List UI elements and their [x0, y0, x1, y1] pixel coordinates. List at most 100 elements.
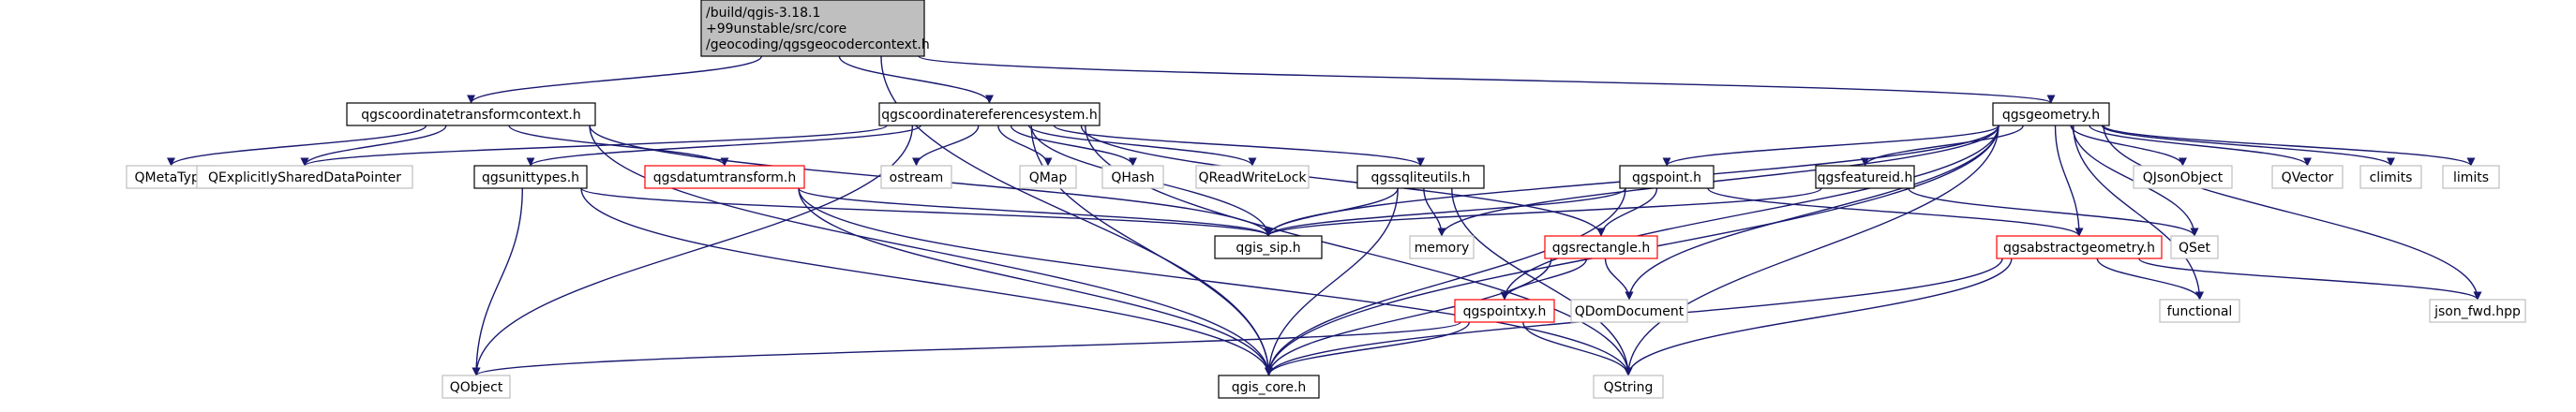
edge-qgsunittypes-to-qgis_sip — [580, 187, 1273, 237]
edge-qgsfeatureid-to-qgis_sip — [1264, 187, 1822, 237]
node-box-QSet — [2170, 235, 2219, 259]
node-QExplicitlySharedDataPointer: QExplicitlySharedDataPointer — [196, 165, 413, 189]
edge-qgspoint-to-qgsrectangle — [1596, 187, 1658, 237]
edge-qgsgeometry-to-memory — [1437, 125, 1999, 237]
node-label-qgsunittypes: qgsunittypes.h — [482, 170, 579, 185]
edge-qgscoordinatetransformcontext-to-QMetaType — [167, 125, 427, 167]
node-box-QDomDocument — [1570, 299, 1688, 323]
node-label-QJsonObject: QJsonObject — [2143, 170, 2224, 185]
edge-qgsgeometry-to-QDomDocument — [1625, 125, 1999, 301]
edge-qgscoordinatereferencesystem-to-QReadWriteLock — [1027, 125, 1257, 167]
node-label-qgscoordinatetransformcontext: qgscoordinatetransformcontext.h — [361, 108, 580, 123]
edge-qgscoordinatereferencesystem-to-qgsunittypes — [526, 125, 921, 167]
node-label-QVector: QVector — [2282, 170, 2334, 185]
edge-qgspointxy-to-QObject — [472, 321, 1461, 376]
node-box-root — [700, 0, 925, 57]
node-label-qgis_core: qgis_core.h — [1232, 380, 1307, 395]
node-label-root: /geocoding/qgsgeocodercontext.h — [706, 37, 930, 52]
node-box-qgssqliteutils — [1356, 165, 1485, 189]
node-label-qgsdatumtransform: qgsdatumtransform.h — [653, 170, 797, 185]
node-label-ostream: ostream — [890, 170, 944, 185]
edge-qgsdatumtransform-to-QString — [798, 187, 1633, 376]
node-label-limits: limits — [2453, 170, 2489, 185]
node-box-QString — [1593, 375, 1664, 399]
node-label-QMetaType: QMetaType — [135, 170, 208, 185]
node-qgsrectangle[interactable]: qgsrectangle.h — [1544, 235, 1658, 259]
node-label-QObject: QObject — [450, 380, 503, 395]
edge-qgssqliteutils-to-qgis_core — [1265, 187, 1399, 376]
node-box-climits — [2359, 165, 2422, 189]
node-label-qgssqliteutils: qgssqliteutils.h — [1371, 170, 1471, 185]
node-QHash: QHash — [1101, 165, 1164, 189]
node-QSet: QSet — [2170, 235, 2219, 259]
node-label-root: +99unstable/src/core — [706, 22, 846, 37]
node-box-QMap — [1019, 165, 1077, 189]
node-box-qgscoordinatetransformcontext — [346, 102, 596, 126]
node-box-qgis_sip — [1214, 235, 1323, 259]
edge-qgsdatumtransform-to-qgis_core — [798, 187, 1273, 376]
edge-qgscoordinatetransformcontext-to-qgsdatumtransform — [508, 125, 729, 167]
node-box-QVector — [2271, 165, 2344, 189]
node-label-QDomDocument: QDomDocument — [1575, 304, 1685, 319]
edge-qgsdatumtransform-to-qgis_sip — [798, 187, 1273, 237]
node-QJsonObject: QJsonObject — [2133, 165, 2233, 189]
edge-qgsabstractgeometry-to-QString — [1624, 258, 2013, 376]
node-qgssqliteutils[interactable]: qgssqliteutils.h — [1356, 165, 1485, 189]
edge-qgscoordinatereferencesystem-to-ostream — [912, 125, 980, 167]
node-QObject: QObject — [442, 375, 511, 399]
node-qgis_core[interactable]: qgis_core.h — [1218, 375, 1320, 399]
edge-qgsgeometry-to-QString — [1624, 125, 1999, 376]
node-box-limits — [2442, 165, 2500, 189]
node-functional: functional — [2159, 299, 2240, 323]
edge-root-to-qgsgeometry — [918, 55, 2056, 104]
node-qgspoint[interactable]: qgspoint.h — [1619, 165, 1715, 189]
edge-qgsgeometry-to-limits — [2103, 125, 2476, 167]
node-box-qgsabstractgeometry — [1996, 235, 2163, 259]
node-box-QHash — [1101, 165, 1164, 189]
node-qgsunittypes[interactable]: qgsunittypes.h — [473, 165, 588, 189]
edge-qgsgeometry-to-climits — [2101, 125, 2395, 167]
node-climits: climits — [2359, 165, 2422, 189]
edge-qgsgeometry-to-functional — [2073, 125, 2204, 301]
edge-qgspoint-to-qgsabstractgeometry — [1707, 187, 2084, 237]
edge-qgsgeometry-to-qgsabstractgeometry — [2054, 125, 2084, 237]
node-label-QSet: QSet — [2179, 241, 2211, 256]
edge-qgsrectangle-to-QDomDocument — [1604, 258, 1634, 301]
node-box-qgsrectangle — [1544, 235, 1658, 259]
node-qgsgeometry[interactable]: qgsgeometry.h — [1992, 102, 2110, 126]
edge-qgssqliteutils-to-memory — [1423, 187, 1446, 237]
node-box-qgis_core — [1218, 375, 1320, 399]
node-memory: memory — [1409, 235, 1475, 259]
node-label-QExplicitlySharedDataPointer: QExplicitlySharedDataPointer — [208, 170, 401, 185]
node-qgscoordinatereferencesystem[interactable]: qgscoordinatereferencesystem.h — [878, 102, 1101, 126]
node-qgspointxy[interactable]: qgspointxy.h — [1454, 299, 1555, 323]
node-QDomDocument: QDomDocument — [1570, 299, 1688, 323]
node-box-qgsfeatureid — [1815, 165, 1915, 189]
node-box-QObject — [442, 375, 511, 399]
node-root: /build/qgis-3.18.1+99unstable/src/core/g… — [700, 0, 930, 57]
node-qgis_sip[interactable]: qgis_sip.h — [1214, 235, 1323, 259]
node-QMap: QMap — [1019, 165, 1077, 189]
edge-qgspoint-to-qgis_core — [1265, 187, 1626, 376]
node-box-qgspointxy — [1454, 299, 1555, 323]
edge-qgscoordinatetransformcontext-to-qgis_core — [589, 125, 1273, 376]
node-label-qgspoint: qgspoint.h — [1632, 170, 1701, 185]
edge-qgsunittypes-to-qgis_core — [580, 187, 1273, 376]
node-box-qgscoordinatereferencesystem — [878, 102, 1101, 126]
node-qgsabstractgeometry[interactable]: qgsabstractgeometry.h — [1996, 235, 2163, 259]
edge-qgsfeatureid-to-QSet — [1908, 187, 2199, 237]
node-label-memory: memory — [1415, 241, 1470, 256]
node-qgsfeatureid[interactable]: qgsfeatureid.h — [1815, 165, 1915, 189]
node-limits: limits — [2442, 165, 2500, 189]
node-box-memory — [1409, 235, 1475, 259]
node-qgscoordinatetransformcontext[interactable]: qgscoordinatetransformcontext.h — [346, 102, 596, 126]
edge-qgsgeometry-to-qgsfeatureid — [1861, 125, 2024, 167]
edge-qgscoordinatetransformcontext-to-QExplicitlySharedDataPointer — [300, 125, 447, 167]
edge-qgscoordinatereferencesystem-to-QHash — [1010, 125, 1137, 167]
edge-qgsrectangle-to-qgis_core — [1265, 258, 1552, 376]
edge-qgsabstractgeometry-to-functional — [2096, 258, 2204, 301]
edge-qgsgeometry-to-QVector — [2089, 125, 2312, 167]
node-qgsdatumtransform[interactable]: qgsdatumtransform.h — [644, 165, 805, 189]
node-label-functional: functional — [2167, 304, 2233, 319]
